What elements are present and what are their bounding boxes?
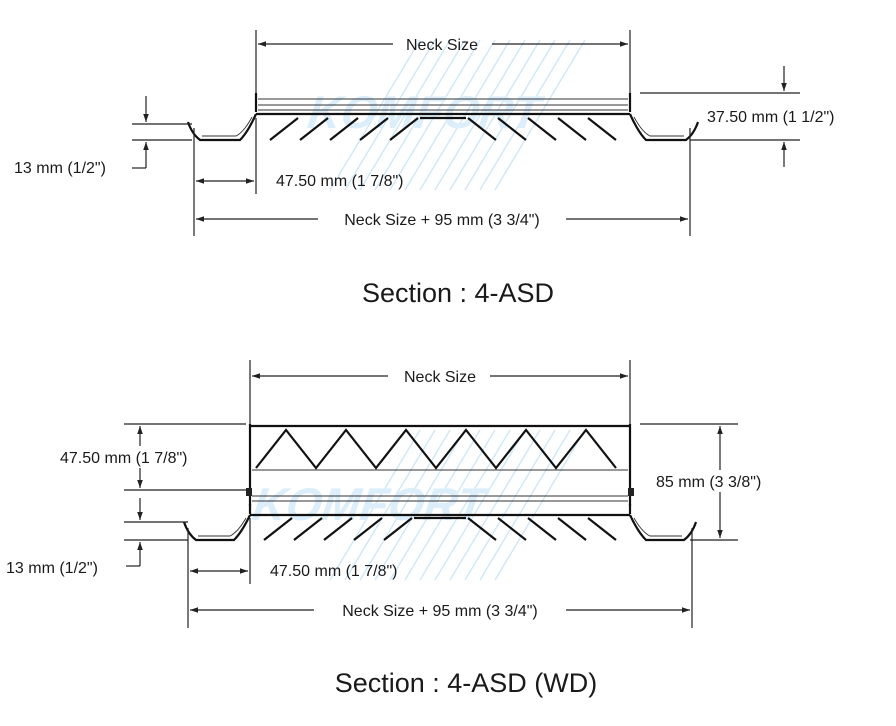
diffuser-profile [186, 93, 700, 142]
dimension-neck-size: Neck Size [255, 30, 631, 95]
dimension-offset: 47.50 mm (1 7/8") [187, 518, 398, 628]
dimension-offset: 47.50 mm (1 7/8") [193, 118, 404, 236]
dimension-overall: Neck Size + 95 mm (3 3/4") [190, 528, 693, 628]
offset-label: 47.50 mm (1 7/8") [276, 173, 404, 190]
dimension-overall: Neck Size + 95 mm (3 3/4") [196, 128, 691, 236]
dimension-height: 37.50 mm (1 1/2") [640, 66, 835, 167]
offset-label: 47.50 mm (1 7/8") [270, 563, 398, 580]
damper-profile [246, 424, 634, 506]
dimension-damper-height: 47.50 mm (1 7/8") [56, 423, 246, 491]
section-4-asd: Neck Size [14, 30, 835, 308]
total-height-label: 85 mm (3 3/8") [656, 474, 761, 491]
flange-label: 13 mm (1/2") [14, 160, 106, 177]
dimension-flange: 13 mm (1/2") [6, 498, 188, 577]
overall-label: Neck Size + 95 mm (3 3/4") [342, 603, 538, 620]
section-4-asd-wd: Neck Size [6, 360, 790, 698]
section-caption: Section : 4-ASD (WD) [335, 668, 598, 698]
damper-height-label: 47.50 mm (1 7/8") [60, 450, 188, 467]
neck-size-label: Neck Size [404, 369, 476, 386]
watermark-bottom: KOMFORT [250, 429, 586, 581]
section-caption: Section : 4-ASD [362, 278, 554, 308]
diffuser-profile [182, 504, 698, 542]
watermark-brand: KOMFORT [250, 478, 493, 530]
dimension-neck-size: Neck Size [249, 360, 631, 426]
dimension-total-height: 85 mm (3 3/8") [640, 423, 790, 541]
dimension-flange: 13 mm (1/2") [14, 96, 192, 177]
neck-size-label: Neck Size [406, 37, 478, 54]
height-label: 37.50 mm (1 1/2") [707, 109, 835, 126]
overall-label: Neck Size + 95 mm (3 3/4") [344, 212, 540, 229]
flange-label: 13 mm (1/2") [6, 560, 98, 577]
